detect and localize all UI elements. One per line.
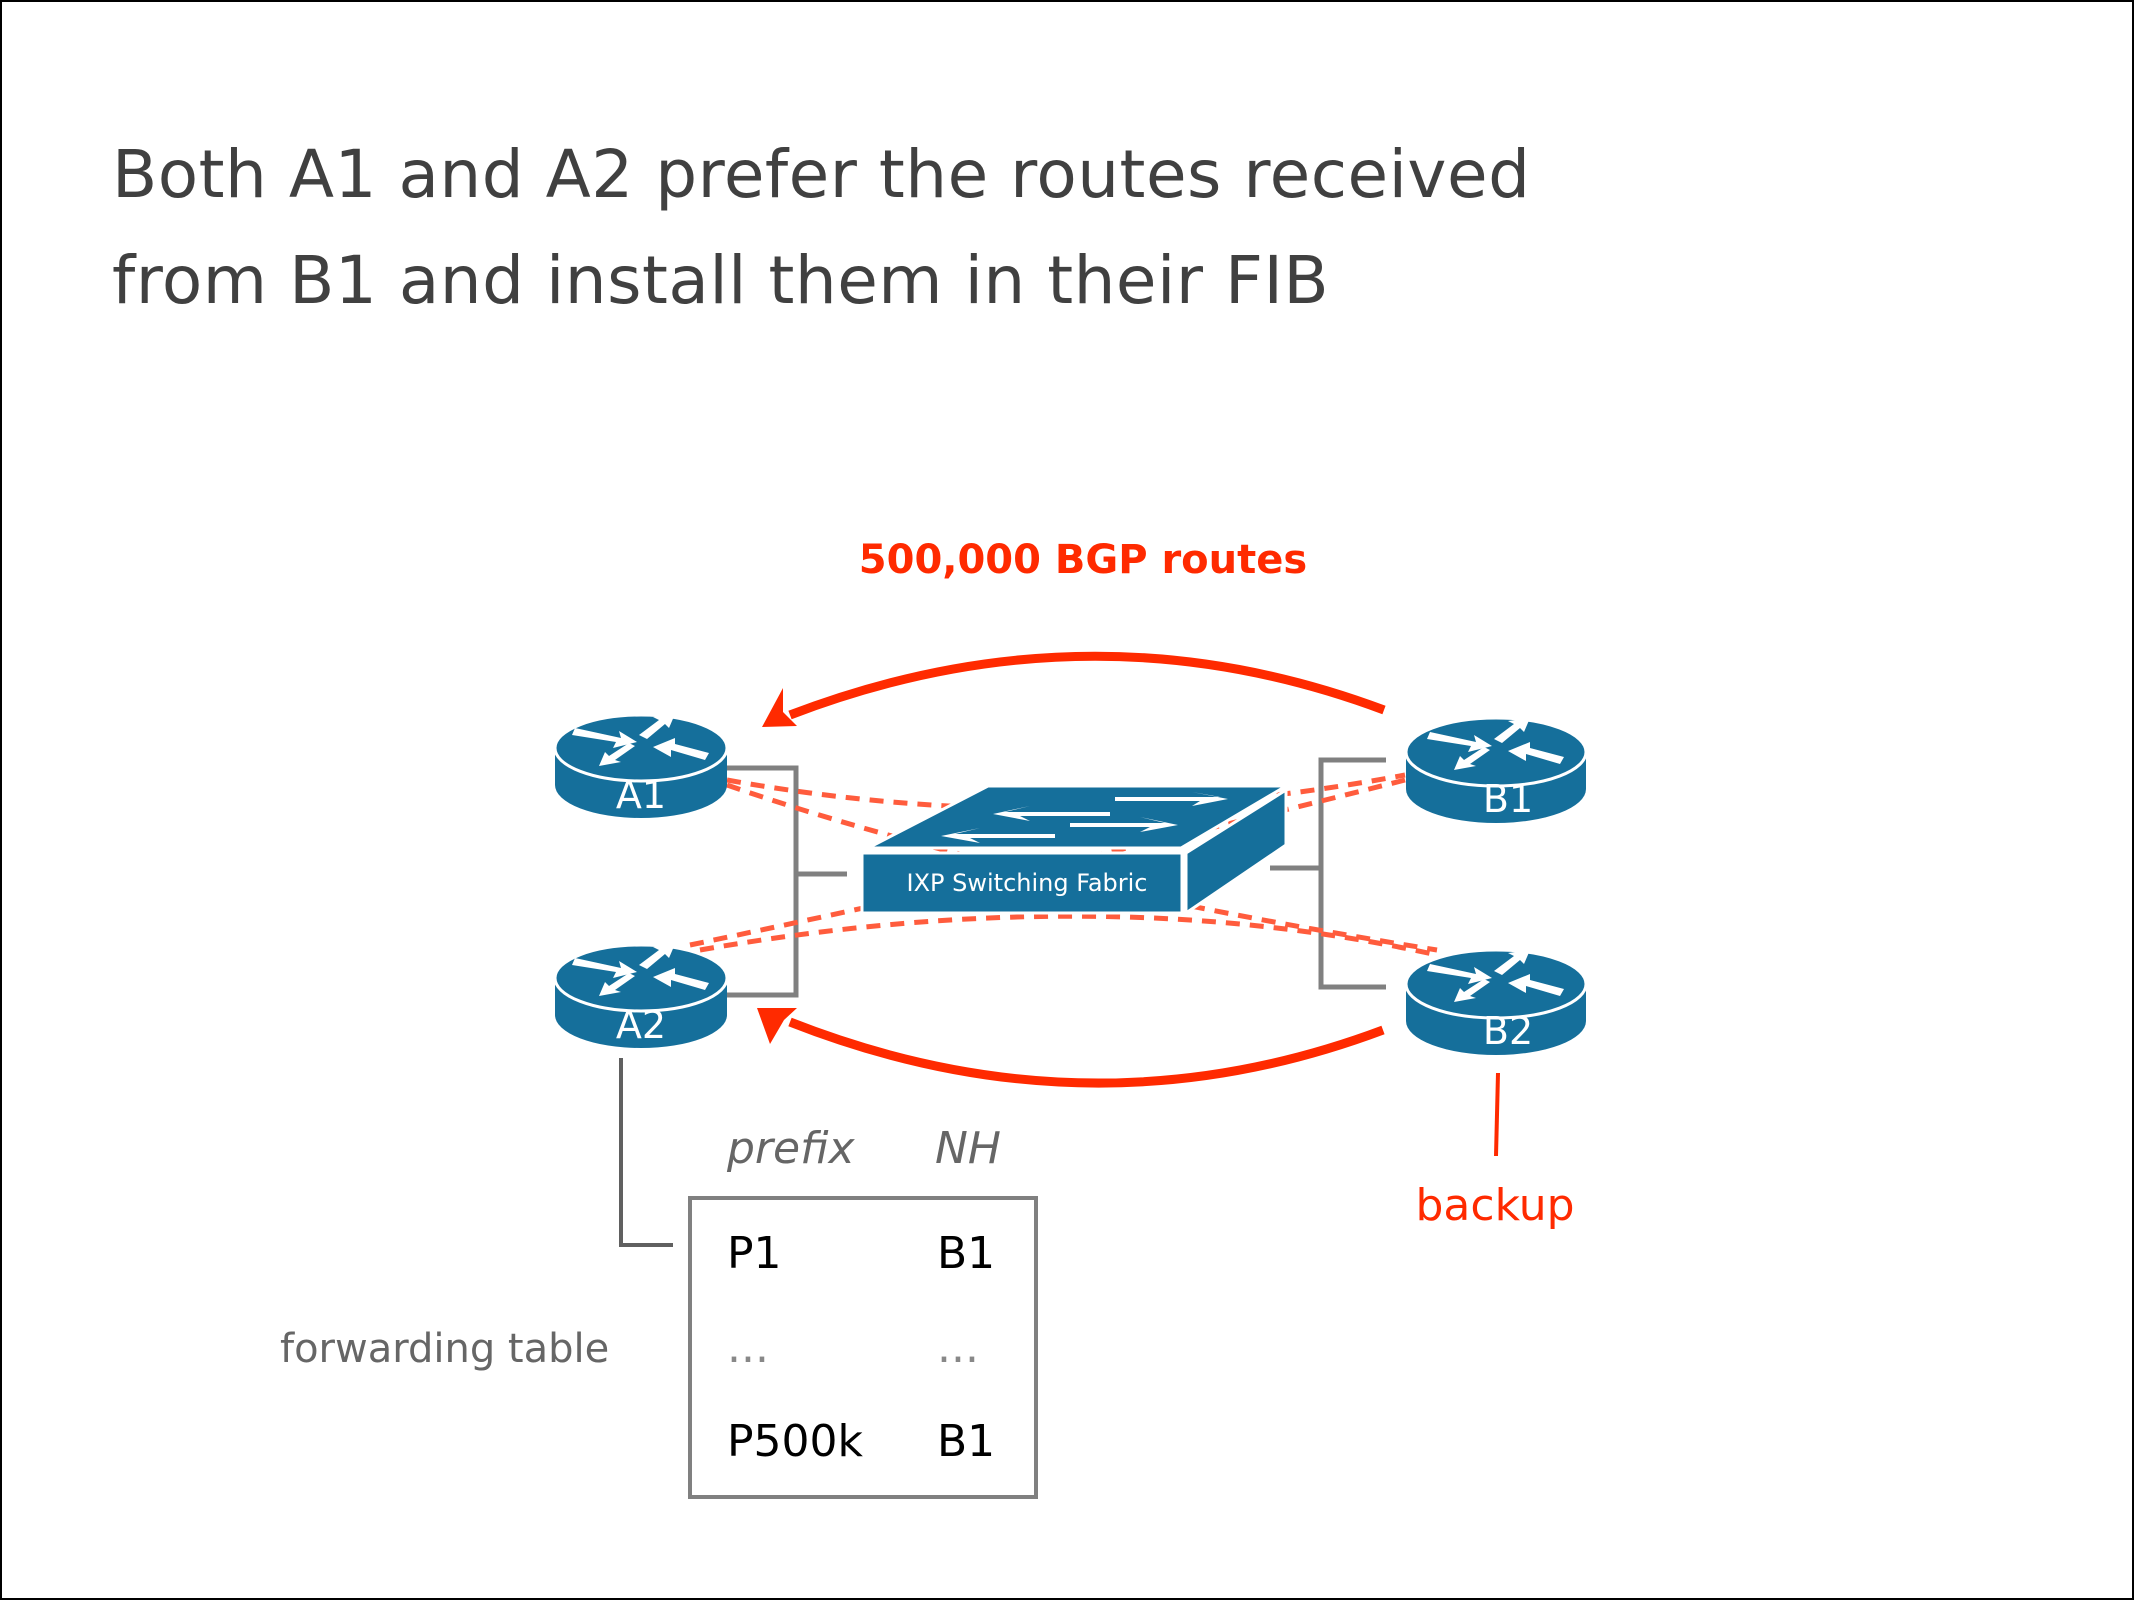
switch-side-face bbox=[1184, 787, 1288, 916]
route-arrow-b2-to-a2 bbox=[757, 1008, 1385, 1088]
forwarding-table: prefix NH P1 B1 ... ... P500k B1 bbox=[688, 1123, 1038, 1499]
session-a2-b2 bbox=[699, 913, 1438, 958]
table-cell-nh: B1 bbox=[937, 1228, 995, 1279]
switch-top-face bbox=[867, 784, 1292, 850]
router-label: B1 bbox=[1483, 777, 1533, 821]
table-cell-nh: B1 bbox=[937, 1416, 995, 1467]
router-label: B2 bbox=[1483, 1009, 1533, 1053]
table-row: ... ... bbox=[727, 1322, 979, 1373]
router-b1: B1 bbox=[1404, 716, 1588, 823]
backup-pointer bbox=[1494, 1072, 1500, 1157]
route-arrow-b1-to-a1 bbox=[762, 651, 1386, 727]
router-b2: B2 bbox=[1404, 948, 1588, 1055]
left-physical-links bbox=[727, 765, 847, 998]
column-header-prefix: prefix bbox=[726, 1123, 856, 1174]
arrowhead-icon bbox=[757, 1008, 797, 1044]
router-label: A1 bbox=[616, 773, 666, 817]
switch-arrows-icon bbox=[941, 792, 1228, 843]
switch-front-face bbox=[860, 851, 1184, 915]
right-physical-links bbox=[1270, 757, 1386, 990]
session-a1-b2 bbox=[726, 782, 1438, 953]
fib-connector bbox=[619, 1058, 673, 1247]
title-line-2: from B1 and install them in their FIB bbox=[112, 242, 1330, 319]
title-line-1: Both A1 and A2 prefer the routes receive… bbox=[112, 136, 1531, 213]
table-row: P1 B1 bbox=[727, 1228, 995, 1279]
routes-annotation: 500,000 BGP routes bbox=[859, 537, 1307, 583]
router-a1: A1 bbox=[553, 713, 729, 818]
switch-label: IXP Switching Fabric bbox=[907, 869, 1148, 897]
slide-title: Both A1 and A2 prefer the routes receive… bbox=[112, 122, 1531, 334]
backup-label: backup bbox=[1415, 1180, 1574, 1231]
table-cell-nh: ... bbox=[937, 1322, 979, 1373]
table-border bbox=[688, 1196, 1038, 1499]
table-cell-prefix: P1 bbox=[727, 1228, 782, 1279]
router-label: A2 bbox=[616, 1003, 666, 1047]
table-row: P500k B1 bbox=[727, 1416, 995, 1467]
router-a2: A2 bbox=[553, 943, 729, 1048]
column-header-nh: NH bbox=[935, 1123, 1001, 1174]
forwarding-table-label: forwarding table bbox=[280, 1326, 609, 1372]
table-cell-prefix: P500k bbox=[727, 1416, 864, 1467]
table-cell-prefix: ... bbox=[727, 1322, 769, 1373]
arrowhead-icon bbox=[762, 688, 797, 727]
ixp-switch: IXP Switching Fabric bbox=[860, 784, 1292, 916]
